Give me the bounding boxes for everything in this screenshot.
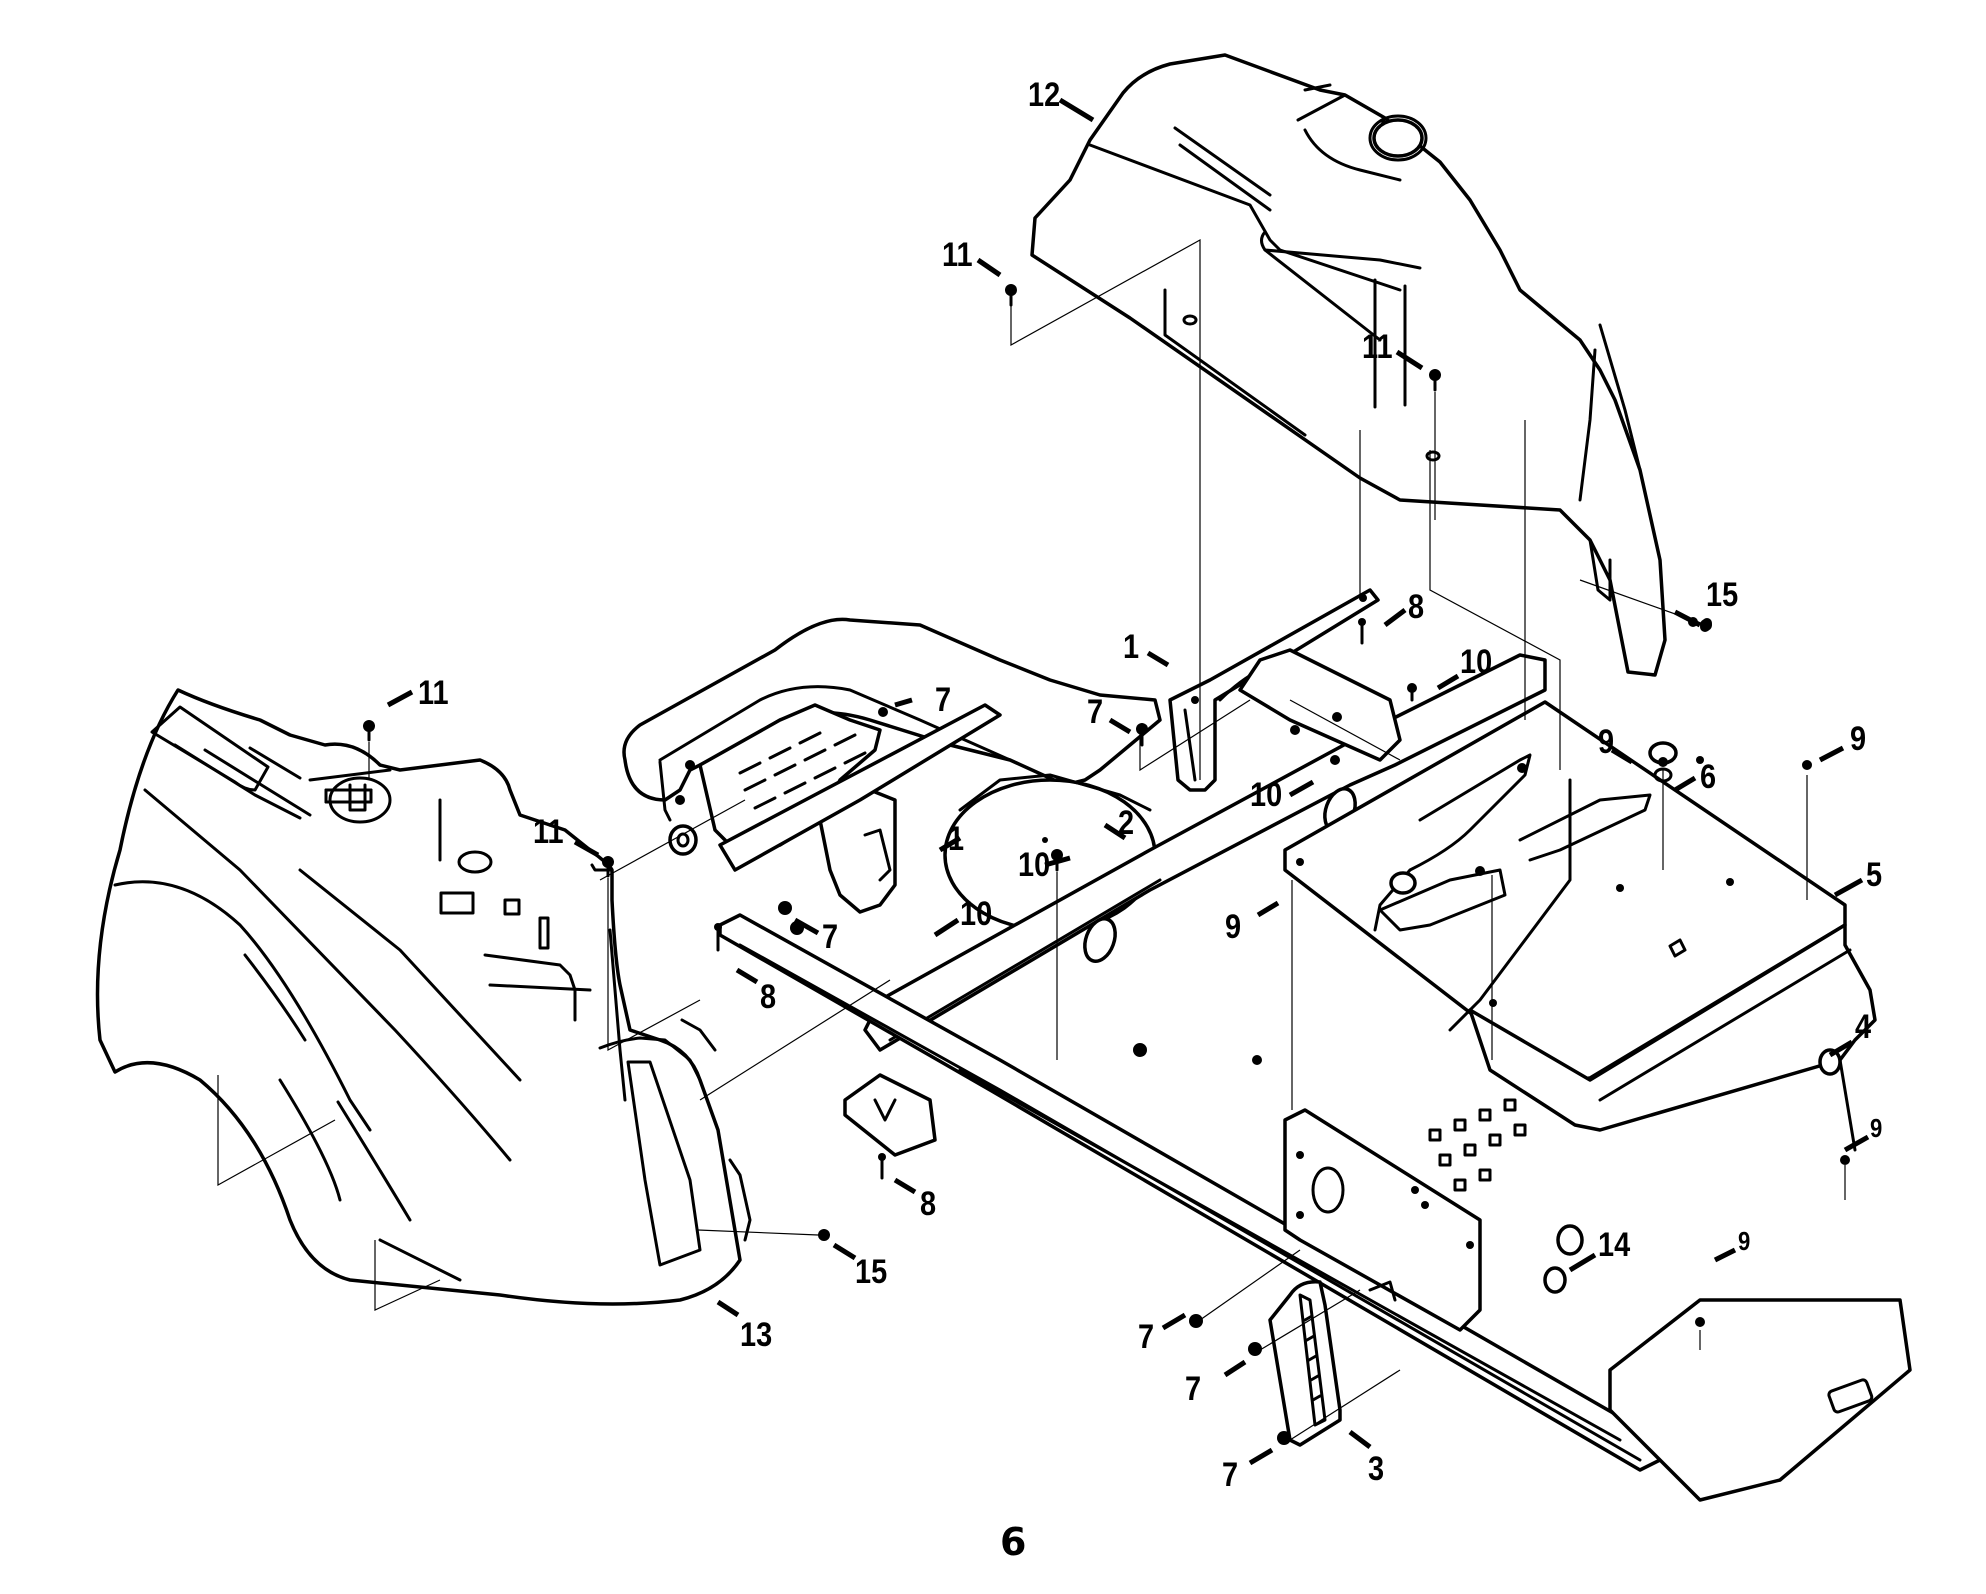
callout-10: 10 [960, 895, 993, 933]
nut-icon [1248, 1342, 1262, 1356]
callout-4: 4 [1855, 1008, 1872, 1046]
fasteners [363, 284, 1850, 1445]
bolt-icon [1517, 763, 1527, 773]
callout-13: 13 [740, 1316, 773, 1354]
callout-9: 9 [1870, 1113, 1883, 1143]
bolt-icon [1475, 866, 1485, 876]
callout-11: 11 [942, 236, 973, 274]
assembly-guide-lines [217, 238, 1846, 1441]
bolt-icon [1290, 725, 1300, 735]
bolt-icon [1136, 723, 1148, 747]
callout-7: 7 [1087, 693, 1104, 731]
callout-12: 12 [1028, 76, 1061, 114]
rear-fender-part [1030, 53, 1667, 677]
callout-leaders [386, 97, 1870, 1466]
screw-icon [1702, 618, 1712, 628]
callout-5: 5 [1866, 856, 1883, 894]
nut-icon [1133, 1043, 1147, 1057]
callout-7: 7 [1138, 1318, 1155, 1356]
nut-icon [778, 901, 792, 915]
callout-7: 7 [1185, 1370, 1202, 1408]
bolt-icon [1658, 757, 1668, 767]
screw-icon [363, 720, 375, 742]
callout-15: 15 [1706, 576, 1739, 614]
callout-10: 10 [1250, 776, 1283, 814]
callout-10: 10 [1018, 846, 1051, 884]
callout-9: 9 [1598, 723, 1615, 761]
nut-icon [1277, 1431, 1291, 1445]
callout-9: 9 [1850, 720, 1867, 758]
bolt-icon [1840, 1155, 1850, 1165]
screw-icon [602, 856, 614, 878]
bolt-icon [1252, 1055, 1262, 1065]
callout-7: 7 [822, 918, 839, 956]
screw-icon [818, 1229, 830, 1241]
callout-14: 14 [1598, 1226, 1631, 1264]
bolt-icon [1332, 712, 1342, 722]
bolt-icon [714, 923, 722, 952]
callout-8: 8 [1408, 588, 1425, 626]
callout-9: 9 [1738, 1226, 1751, 1256]
callout-8: 8 [920, 1185, 937, 1223]
bolt-icon [1407, 683, 1417, 702]
callout-11: 11 [1362, 328, 1393, 366]
callout-9: 9 [1225, 908, 1242, 946]
callout-11: 11 [418, 674, 449, 712]
callout-3: 3 [1368, 1450, 1385, 1488]
callout-7: 7 [1222, 1456, 1239, 1494]
bolt-icon [1695, 1317, 1705, 1327]
bolt-icon [1358, 618, 1366, 645]
bolt-icon [878, 707, 888, 717]
callout-8: 8 [760, 978, 777, 1016]
page-number: 6 [1000, 1520, 1027, 1564]
bolt-icon [1802, 760, 1812, 770]
callout-6: 6 [1700, 758, 1717, 796]
callout-1: 1 [1123, 628, 1140, 666]
callout-15: 15 [855, 1253, 888, 1291]
callout-10: 10 [1460, 643, 1493, 681]
callout-11: 11 [533, 813, 564, 851]
screw-icon [1429, 369, 1441, 392]
frame-assembly [622, 588, 1912, 1502]
bolt-icon [878, 1153, 886, 1180]
nut-icon [1189, 1314, 1203, 1328]
bolt-icon [1330, 755, 1340, 765]
callout-7: 7 [935, 681, 952, 719]
callout-1: 1 [948, 820, 965, 858]
callout-2: 2 [1118, 804, 1135, 842]
